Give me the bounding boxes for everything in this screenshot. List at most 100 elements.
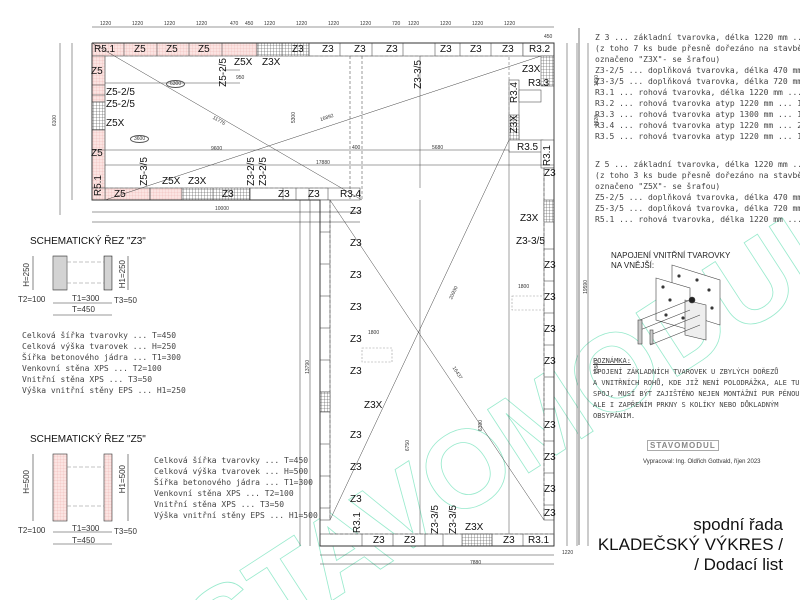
dim-top: 450 (544, 34, 553, 40)
dim-top: 1220 (472, 21, 484, 27)
dim-17880: 17880 (316, 160, 330, 166)
block-z3-right: Z3 (544, 508, 556, 519)
section-z3-drawing (32, 255, 129, 316)
block-r5-1-top: R5.1 (94, 44, 116, 55)
block-r5-1-left: R5.1 (93, 175, 104, 197)
label-z5x: Z5X (234, 57, 253, 68)
dim-top: 1220 (264, 21, 276, 27)
label-z3-3-5-right: Z3-3/5 (516, 236, 545, 247)
block-z3-right: Z3 (544, 260, 556, 271)
label-z3x-right-vert: Z3X (509, 115, 520, 134)
block-z3-bottom: Z3 (373, 535, 385, 546)
block-z3: Z3 (386, 44, 398, 55)
label-z3x-right-col: Z3X (520, 213, 539, 224)
dim-3600: 3600 (130, 135, 150, 143)
dim-left-col-13790: 13790 (305, 360, 311, 374)
dim-top: 1220 (100, 21, 112, 27)
dim-top: 1220 (328, 21, 340, 27)
dim-top: 720 (392, 21, 401, 27)
block-z3-mid: Z3 (278, 189, 290, 200)
block-z3-right: Z3 (544, 452, 556, 463)
block-z3: Z3 (322, 44, 334, 55)
block-z3: Z3 (354, 44, 366, 55)
block-r3-1-right: R3.1 (542, 145, 553, 167)
dim-right-19590: 19590 (583, 280, 589, 294)
block-z5: Z5 (166, 44, 178, 55)
dim-mid-total: 10000 (215, 206, 229, 212)
block-r3-1-bottom: R3.1 (528, 535, 550, 546)
stavomodul-logo: STAVOMODUL (647, 440, 719, 451)
connection-heading: NAPOJENÍ VNITŘNÍ TVAROVKY NA VNĚJŠÍ: (611, 251, 731, 270)
legend-z5: Z 5 ... základní tvarovka, délka 1220 mm… (595, 160, 800, 224)
block-z3-right: Z3 (544, 356, 556, 367)
block-z3-right: Z3 (544, 324, 556, 335)
block-z3-left-col: Z3 (350, 462, 362, 473)
dim-1800: 1800 (518, 284, 530, 290)
block-r3-3: R3.3 (528, 78, 550, 89)
label-z3x-bottom: Z3X (465, 522, 484, 533)
section-z5-t: T=450 (72, 536, 95, 545)
label-z5x: Z5X (106, 118, 125, 129)
label-z3x: Z3X (262, 57, 281, 68)
block-z3: Z3 (440, 44, 452, 55)
block-z5: Z5 (134, 44, 146, 55)
dim-6390: 6390 (478, 420, 484, 432)
block-z3: Z3 (470, 44, 482, 55)
block-z5: Z5 (198, 44, 210, 55)
section-z3-h1: H1=250 (118, 260, 127, 289)
block-z3-left-col: Z3 (350, 302, 362, 313)
section-z3-h: H=250 (22, 263, 31, 287)
dim-top: 470 (230, 21, 239, 27)
label-z3x-mid: Z3X (188, 176, 207, 187)
label-z3-2-5: Z3-2/5 (246, 157, 257, 186)
block-z3: Z3 (502, 44, 514, 55)
dim-9600: 9600 (211, 146, 223, 152)
block-r3-1-bottom-left: R3.1 (352, 512, 363, 534)
dim-6300: 6300 (166, 80, 186, 88)
dim-left-total: 6100 (52, 115, 58, 127)
dim-bottom-extra: 1220 (562, 550, 574, 556)
section-z5-h1: H1=500 (118, 465, 127, 494)
block-z5-left: Z5 (91, 66, 103, 77)
label-z3x-left-col: Z3X (364, 400, 383, 411)
block-z5-left: Z5 (91, 148, 103, 159)
dim-top: 1220 (196, 21, 208, 27)
block-r3-5: R3.5 (517, 142, 539, 153)
dim-950: 950 (236, 75, 245, 81)
dim-bottom-total: 7880 (470, 560, 482, 566)
section-z5-h: H=500 (22, 470, 31, 494)
section-z3-description: Celková šířka tvarovky ... T=450 Celková… (22, 331, 186, 395)
dim-5300: 5300 (291, 112, 297, 124)
dim-top: 1220 (164, 21, 176, 27)
block-r3-4: R3.4 (509, 82, 520, 104)
label-z5-2-5: Z5-2/5 (106, 99, 135, 110)
block-z3-left-col: Z3 (350, 270, 362, 281)
block-z3: Z3 (292, 44, 304, 55)
section-z5-description: Celková šířka tvarovky ... T=450 Celková… (154, 456, 318, 520)
label-z5-3-5: Z5-3/5 (139, 157, 150, 186)
block-z3-mid: Z3 (308, 189, 320, 200)
dim-top: 1220 (132, 21, 144, 27)
section-z5-t2: T2=100 (18, 526, 46, 535)
block-z3-left-col: Z3 (350, 206, 362, 217)
dim-1800: 1800 (368, 330, 380, 336)
drawing-title: spodní řada KLADEČSKÝ VÝKRES / / Dodací … (597, 515, 783, 574)
block-z5-mid: Z5 (114, 189, 126, 200)
block-z3-right: Z3 (544, 420, 556, 431)
dim-top: 1220 (360, 21, 372, 27)
dim-top: 1220 (440, 21, 452, 27)
block-z3-left-col: Z3 (350, 366, 362, 377)
dim-top: 1220 (296, 21, 308, 27)
section-z5-drawing (32, 453, 129, 545)
block-z3-left-col: Z3 (350, 430, 362, 441)
label-z5x-mid: Z5X (162, 176, 181, 187)
section-z3-t2: T2=100 (18, 295, 46, 304)
label-z3-3-5-bottom: Z3-3/5 (430, 505, 441, 534)
section-z5-t3: T3=50 (114, 527, 137, 536)
dim-5680: 5680 (432, 145, 444, 151)
block-z3-right: Z3 (544, 484, 556, 495)
block-z3-left-col: Z3 (350, 238, 362, 249)
dim-top: 1220 (504, 21, 516, 27)
section-z3-t3: T3=50 (114, 296, 137, 305)
